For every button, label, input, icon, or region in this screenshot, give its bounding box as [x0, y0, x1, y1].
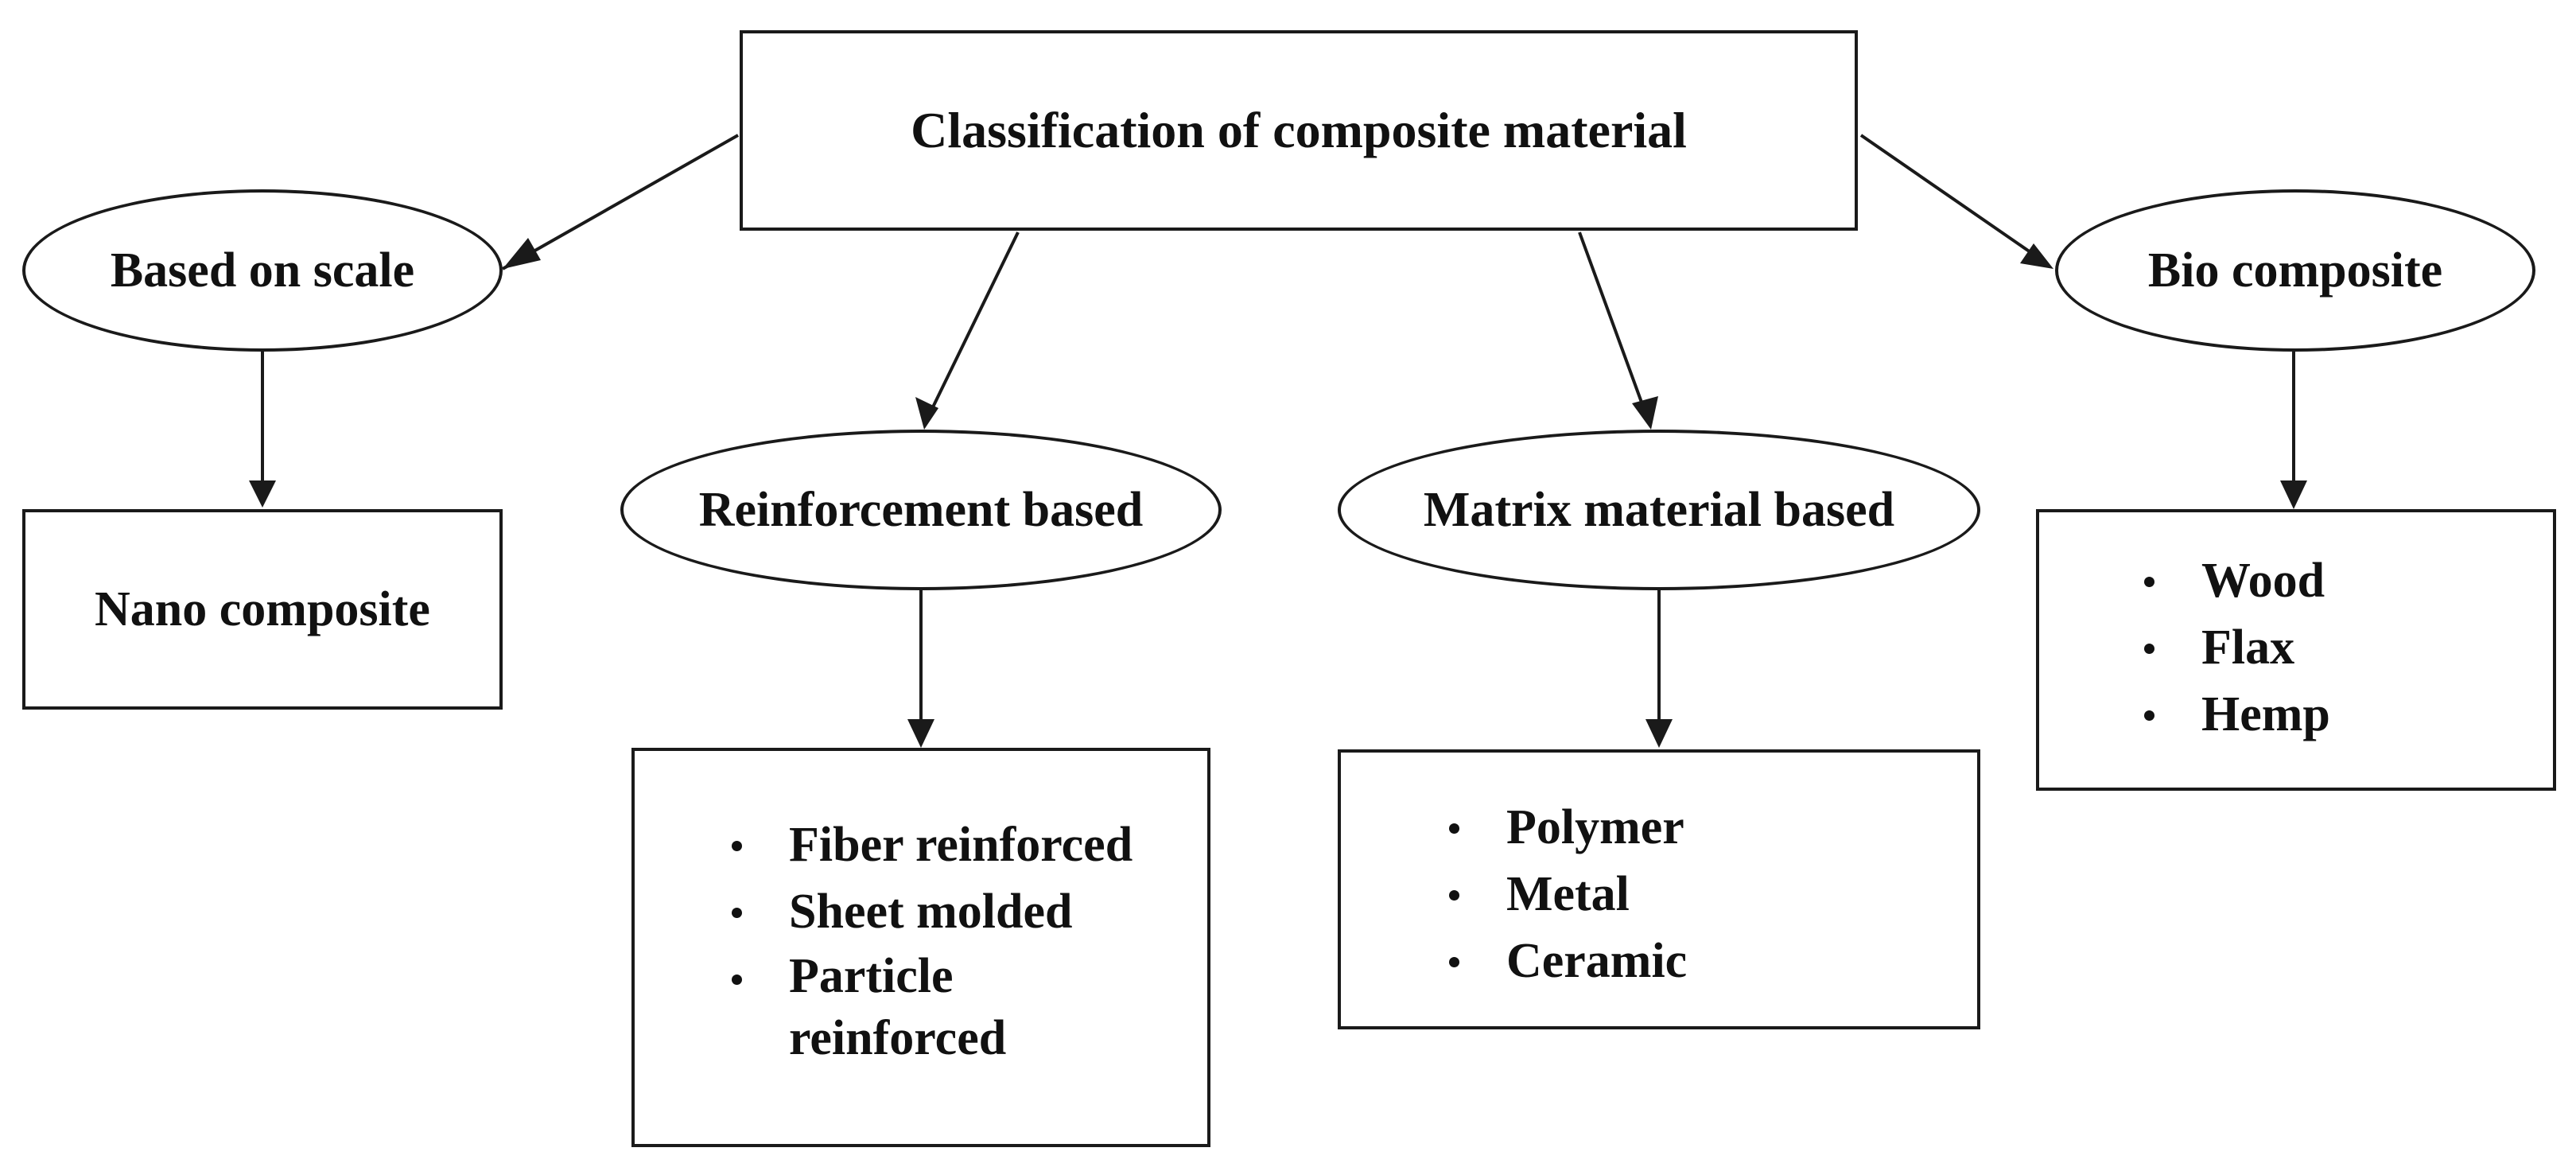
- bio-type-item: Wood: [2135, 547, 2330, 614]
- reinforcement-type-item: Particle reinforced: [722, 945, 1028, 1069]
- arrow-root-to-reinforcement: [927, 231, 1020, 416]
- category-scale-node: Based on scale: [22, 189, 503, 352]
- arrowhead-matrix-to-list: [1645, 719, 1673, 748]
- leaf-reinforcement-box: Fiber reinforced Sheet molded Particle r…: [631, 748, 1210, 1147]
- leaf-nano-label: Nano composite: [95, 582, 430, 636]
- bio-type-item: Flax: [2135, 614, 2330, 681]
- leaf-bio-box: Wood Flax Hemp: [2036, 509, 2556, 791]
- arrowhead-bio-to-list: [2280, 480, 2307, 509]
- category-matrix-label: Matrix material based: [1423, 482, 1895, 537]
- arrow-root-to-matrix: [1578, 231, 1648, 416]
- matrix-type-list: Polymer Metal Ceramic: [1440, 794, 1687, 994]
- category-bio-node: Bio composite: [2055, 189, 2535, 352]
- category-bio-label: Bio composite: [2147, 243, 2443, 298]
- arrowhead-root-to-reinforcement: [915, 397, 938, 430]
- leaf-matrix-box: Polymer Metal Ceramic: [1338, 749, 1980, 1029]
- reinforcement-type-list: Fiber reinforced Sheet molded Particle r…: [722, 811, 1199, 1069]
- matrix-type-item: Polymer: [1440, 794, 1687, 861]
- arrow-root-to-bio: [1859, 134, 2042, 261]
- reinforcement-type-item: Fiber reinforced: [722, 811, 1199, 878]
- bio-type-list: Wood Flax Hemp: [2135, 547, 2330, 748]
- root-node: Classification of composite material: [740, 30, 1858, 231]
- arrowhead-root-to-bio: [2020, 243, 2053, 269]
- arrow-root-to-scale: [502, 134, 739, 270]
- reinforcement-type-item: Sheet molded: [722, 878, 1199, 945]
- category-scale-label: Based on scale: [110, 243, 415, 298]
- category-reinforcement-label: Reinforcement based: [698, 482, 1144, 537]
- leaf-nano-box: Nano composite: [22, 509, 503, 710]
- category-matrix-node: Matrix material based: [1338, 430, 1980, 590]
- matrix-type-item: Ceramic: [1440, 928, 1687, 994]
- arrowhead-reinforcement-to-list: [907, 719, 934, 748]
- bio-type-item: Hemp: [2135, 681, 2330, 748]
- root-label: Classification of composite material: [911, 101, 1687, 158]
- arrowhead-root-to-scale: [503, 238, 541, 269]
- matrix-type-item: Metal: [1440, 861, 1687, 928]
- arrowhead-root-to-matrix: [1632, 396, 1658, 430]
- category-reinforcement-node: Reinforcement based: [620, 430, 1222, 590]
- arrowhead-scale-to-nano: [249, 480, 276, 508]
